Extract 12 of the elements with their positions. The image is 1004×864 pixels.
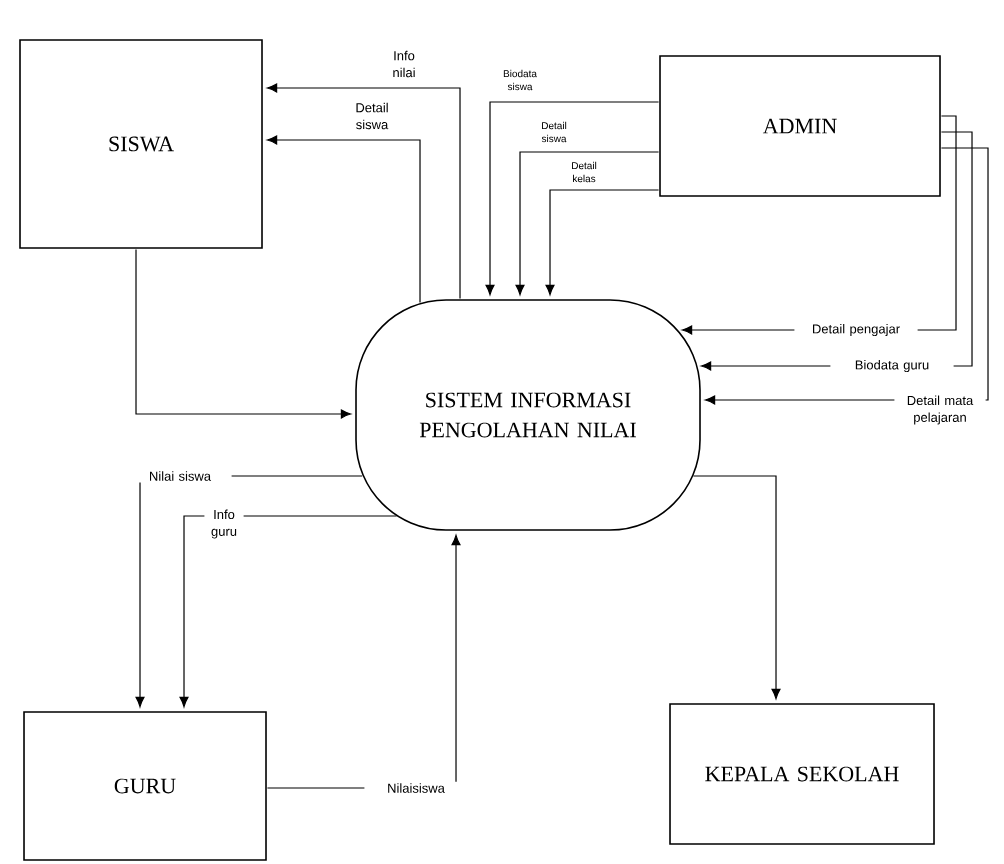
arrow bbox=[485, 101, 660, 296]
arrow bbox=[266, 135, 421, 304]
process-box: SISWA bbox=[19, 39, 263, 249]
arrow bbox=[545, 189, 660, 296]
arrow bbox=[692, 475, 781, 700]
process-box: KEPALA SEKOLAH bbox=[669, 703, 935, 845]
arrow bbox=[179, 515, 398, 708]
arrow bbox=[266, 83, 461, 300]
arrow bbox=[515, 151, 660, 296]
process-box: ADMIN bbox=[659, 55, 941, 197]
arrow bbox=[135, 248, 352, 419]
process-box: GURU bbox=[23, 711, 267, 861]
